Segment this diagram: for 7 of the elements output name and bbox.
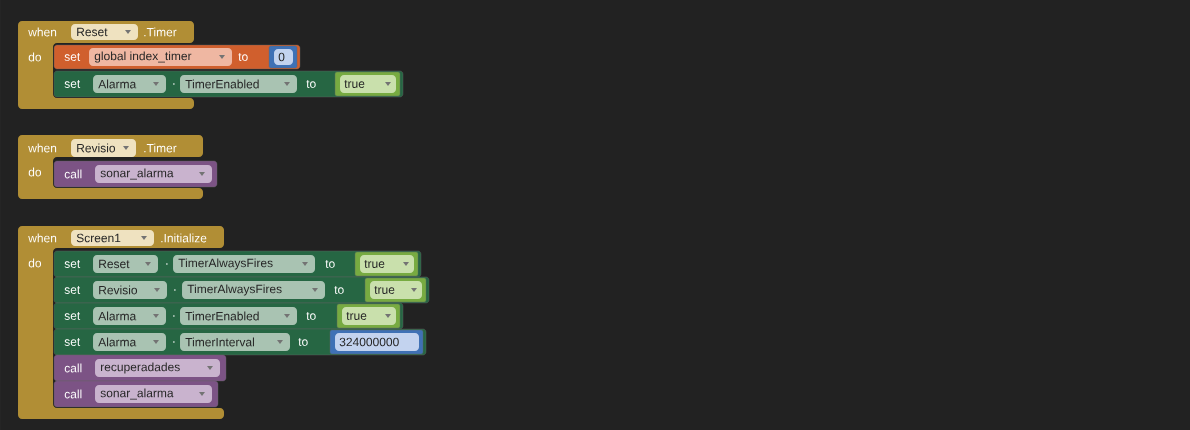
number-block: 0 <box>268 45 298 69</box>
boolean-block: true <box>364 277 427 303</box>
boolean-block: true <box>354 251 419 277</box>
boolean-block: true <box>336 303 401 329</box>
number-block: 324000000 <box>329 329 424 355</box>
dropdown: Reset <box>71 24 138 40</box>
boolean-block: true <box>334 71 401 97</box>
